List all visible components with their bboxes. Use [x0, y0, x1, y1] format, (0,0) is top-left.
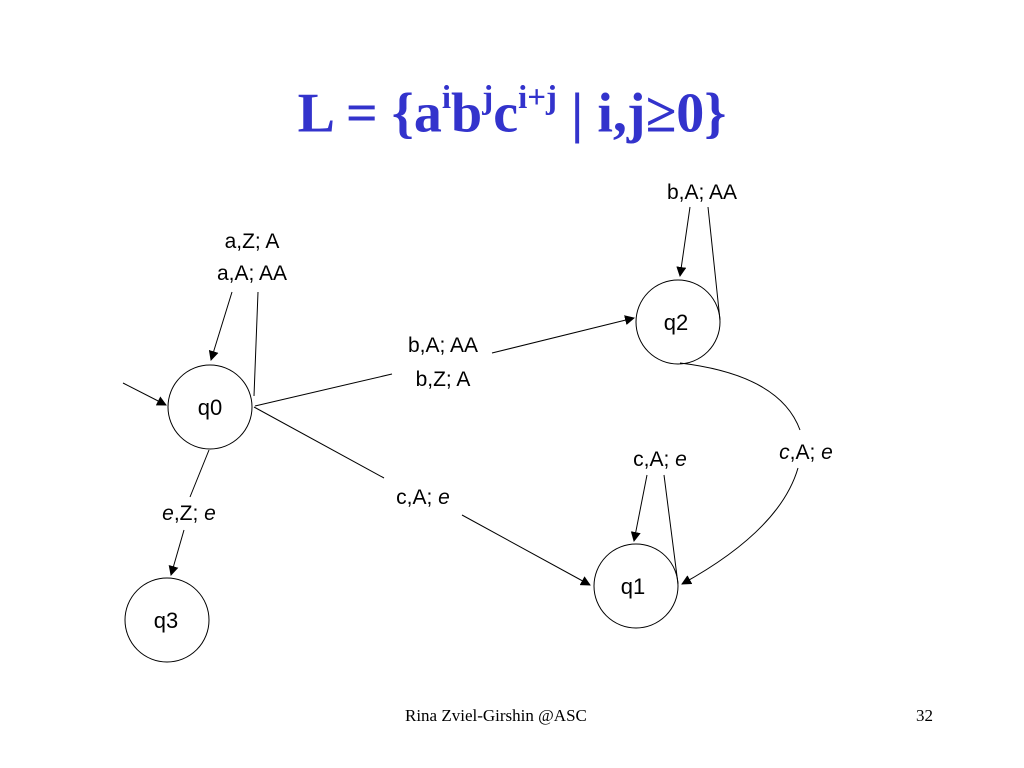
q1-self-loop [634, 474, 679, 585]
q0-loop-label-1: a,Z; A [225, 230, 280, 253]
edge-q2-q1 [680, 362, 801, 584]
q0-q2-label-2: b,Z; A [416, 368, 471, 391]
state-q2-label: q2 [664, 310, 688, 335]
q0-loop-label-2: a,A; AA [217, 262, 287, 285]
state-q0-label: q0 [198, 395, 222, 420]
start-arrow [122, 382, 167, 406]
q0-q2-label-1: b,A; AA [408, 334, 478, 357]
edge-q0-q1 [253, 406, 590, 585]
state-q3-label: q3 [154, 608, 178, 633]
edge-q0-q3 [171, 449, 210, 575]
edge-q0-q2 [254, 318, 634, 407]
q2-q1-label: c,A; e [779, 441, 833, 464]
q0-self-loop [211, 291, 259, 397]
q2-self-loop [680, 206, 721, 321]
footer-page-number: 32 [916, 706, 933, 725]
footer-author: Rina Zviel-Girshin @ASC [405, 706, 587, 725]
q2-loop-label: b,A; AA [667, 181, 737, 204]
q1-loop-label: c,A; e [633, 448, 687, 471]
q0-q1-label: c,A; e [396, 486, 450, 509]
state-q1-label: q1 [621, 574, 645, 599]
q0-q3-label: e,Z; e [162, 502, 216, 525]
slide-title: L = {aibjci+j | i,j≥0} [297, 80, 727, 145]
